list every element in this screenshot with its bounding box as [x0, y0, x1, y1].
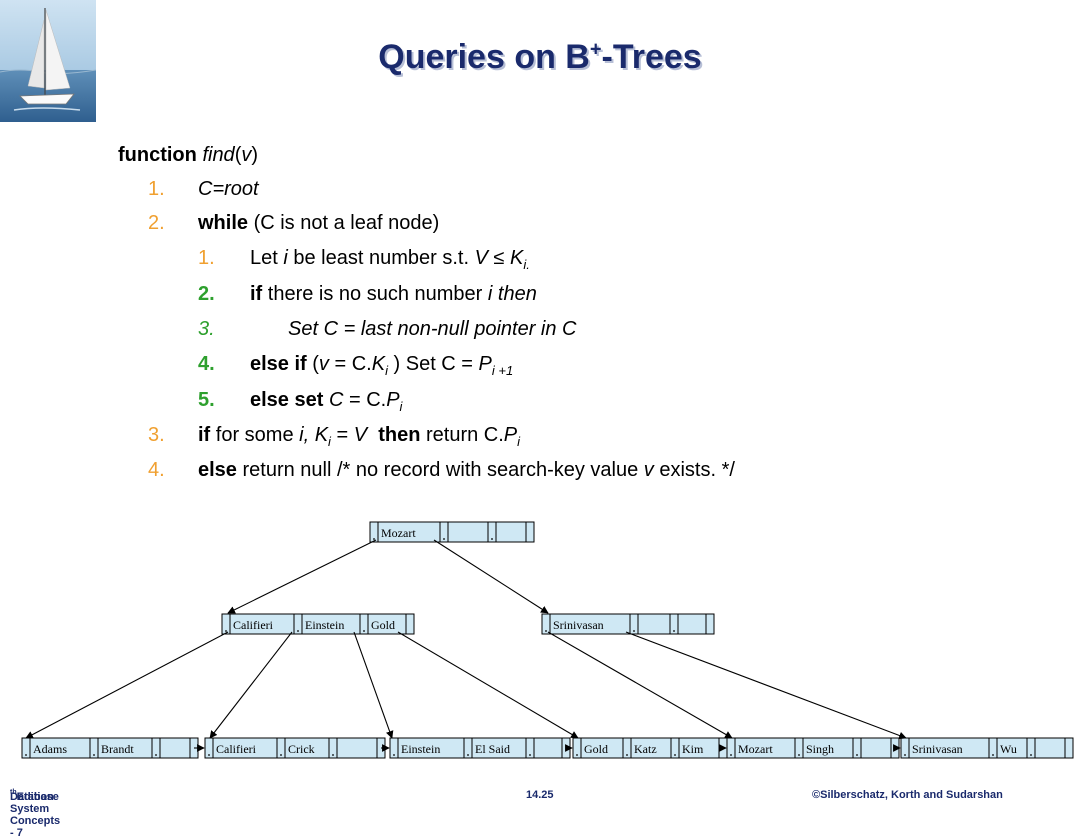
line-number: 2.: [148, 212, 165, 234]
root-node: Mozart: [369, 521, 535, 543]
code-line: if there is no such number i then: [250, 283, 537, 305]
key-cell: [159, 737, 191, 759]
line-number: 1.: [148, 178, 165, 200]
key-cell: [336, 737, 378, 759]
pointer-cell: [705, 613, 715, 635]
key-label: Einstein: [401, 742, 440, 756]
key-label: Brandt: [101, 742, 134, 756]
pointer-edge: [25, 631, 229, 739]
slide-title: Queries on B+-Trees: [378, 38, 702, 76]
code-line: Set C = last non-null pointer in C: [288, 318, 577, 340]
pointer-edge: [227, 539, 377, 614]
pointer-edge: [625, 631, 907, 740]
key-label: Wu: [1000, 742, 1017, 756]
key-label: Srinivasan: [912, 742, 963, 756]
key-cell: [637, 613, 671, 635]
key-label: Einstein: [305, 618, 344, 632]
key-label: Kim: [682, 742, 704, 756]
pointer-cell: [525, 521, 535, 543]
leaf-node: Mozart Singh: [726, 737, 900, 759]
line-number: 5.: [198, 389, 215, 411]
line-number: 4.: [198, 353, 215, 375]
leaf-node: Srinivasan Wu: [900, 737, 1074, 759]
code-line: while (C is not a leaf node): [198, 212, 440, 234]
footer-page-number: 14.25: [526, 789, 554, 801]
code-line: Let i be least number s.t. V ≤ Ki.: [250, 247, 530, 272]
key-label: El Said: [475, 742, 510, 756]
key-cell: [860, 737, 892, 759]
function-signature: function find(v): [118, 144, 259, 166]
pointer-edge: [547, 631, 733, 739]
internal-node-right: Srinivasan: [541, 613, 715, 635]
leaf-node: Califieri Crick: [204, 737, 386, 759]
pointer-edge: [397, 631, 579, 739]
key-cell: [495, 521, 527, 543]
key-cell: [533, 737, 563, 759]
leaf-node: Gold Katz Kim: [572, 737, 728, 759]
pointer-edge: [433, 539, 549, 614]
key-label: Califieri: [233, 618, 274, 632]
internal-node-left: Califieri Einstein Gold: [221, 613, 415, 635]
key-label: Adams: [33, 742, 67, 756]
key-label: Califieri: [216, 742, 257, 756]
pointer-cell: [1064, 737, 1074, 759]
code-line: if for some i, Ki = V then return C.Pi: [198, 424, 521, 449]
pointer-edge: [209, 631, 293, 739]
key-label: Katz: [634, 742, 657, 756]
sailboat-logo: [0, 0, 96, 122]
line-number: 1.: [198, 247, 215, 269]
key-label: Srinivasan: [553, 618, 604, 632]
line-number: 3.: [148, 424, 165, 446]
key-cell: [677, 613, 707, 635]
line-number: 2.: [198, 283, 215, 305]
pointer-cell: [405, 613, 415, 635]
code-line: else return null /* no record with searc…: [198, 459, 735, 481]
key-cell: [447, 521, 489, 543]
pointer-edge: [353, 631, 394, 739]
line-number: 3.: [198, 318, 215, 340]
footer-copyright: ©Silberschatz, Korth and Sudarshan: [812, 789, 1003, 801]
code-line: C=root: [198, 178, 259, 200]
key-label: Mozart: [381, 526, 416, 540]
key-label: Gold: [371, 618, 395, 632]
key-label: Singh: [806, 742, 834, 756]
leaf-node: Adams Brandt: [21, 737, 199, 759]
leaf-node: Einstein El Said: [389, 737, 571, 759]
key-label: Gold: [584, 742, 608, 756]
code-line: else if (v = C.Ki ) Set C = Pi +1: [250, 353, 514, 378]
line-number: 4.: [148, 459, 165, 481]
key-label: Crick: [288, 742, 315, 756]
key-label: Mozart: [738, 742, 773, 756]
key-cell: [1034, 737, 1066, 759]
code-line: else set C = C.Pi: [250, 389, 403, 414]
